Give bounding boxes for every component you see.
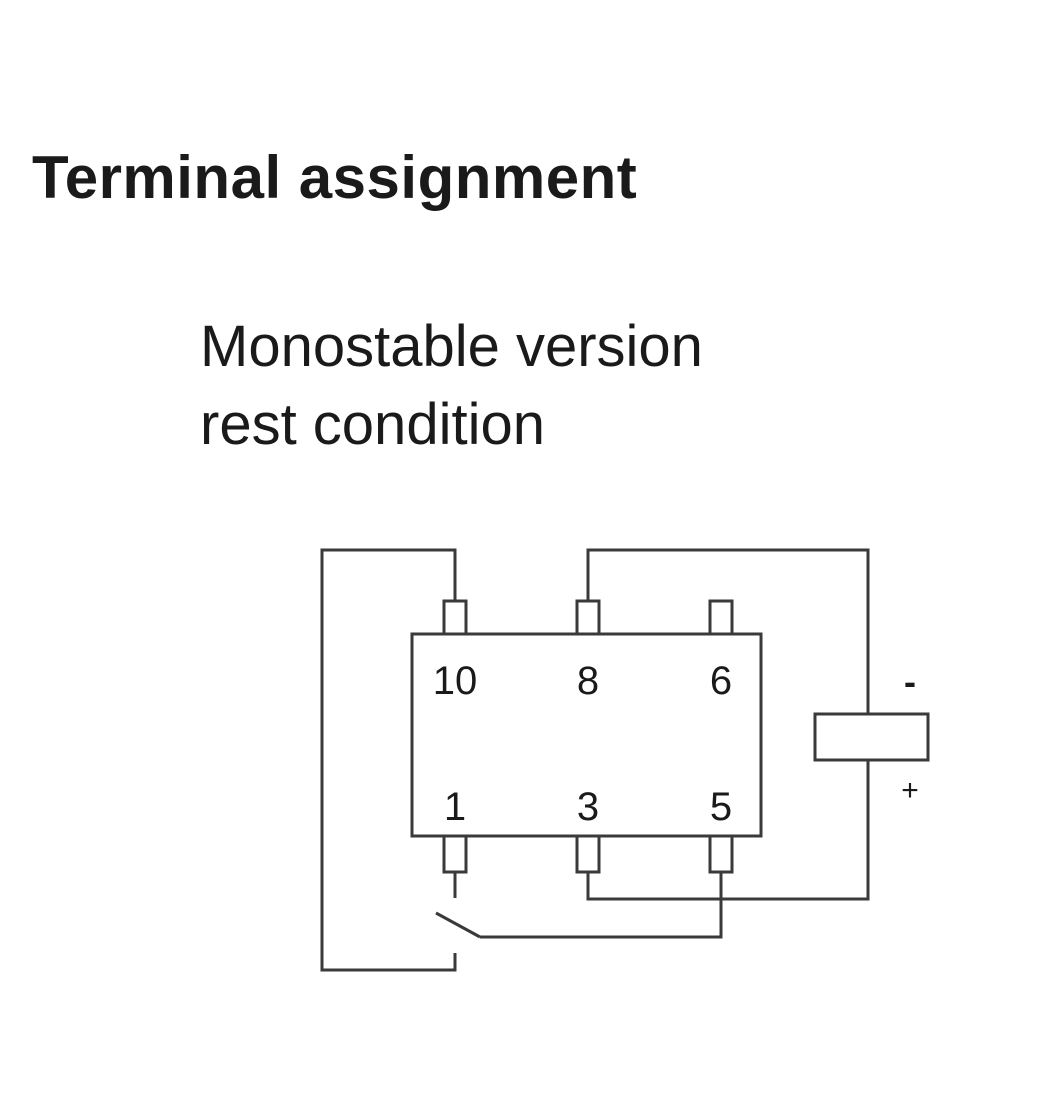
terminal-label-5: 5 [710,785,732,829]
diagram-title-line-2: rest condition [200,392,545,457]
terminal-label-1: 1 [444,785,466,829]
diagram-title-line-1: Monostable version [200,314,703,379]
wire-switch-to-pin5 [480,872,723,939]
pin-5-bottom [708,834,734,874]
pin-10-top [442,599,468,636]
wire-coil-to-pin3 [586,760,870,901]
coil [813,712,930,762]
coil-plus-label: + [901,774,919,807]
switch-contact [435,911,481,939]
section-heading: Terminal assignment [32,144,638,211]
terminal-label-10: 10 [433,659,478,703]
terminal-label-6: 6 [710,659,732,703]
wire-pin8-to-coil [586,548,870,714]
pin-1-bottom [442,834,468,874]
wire-pin10-loop [320,548,457,972]
terminal-label-8: 8 [577,659,599,703]
pin-8-top [575,599,601,636]
coil-minus-label: - [904,661,916,702]
terminal-label-3: 3 [577,785,599,829]
pin-6-top [708,599,734,636]
pin-3-bottom [575,834,601,874]
